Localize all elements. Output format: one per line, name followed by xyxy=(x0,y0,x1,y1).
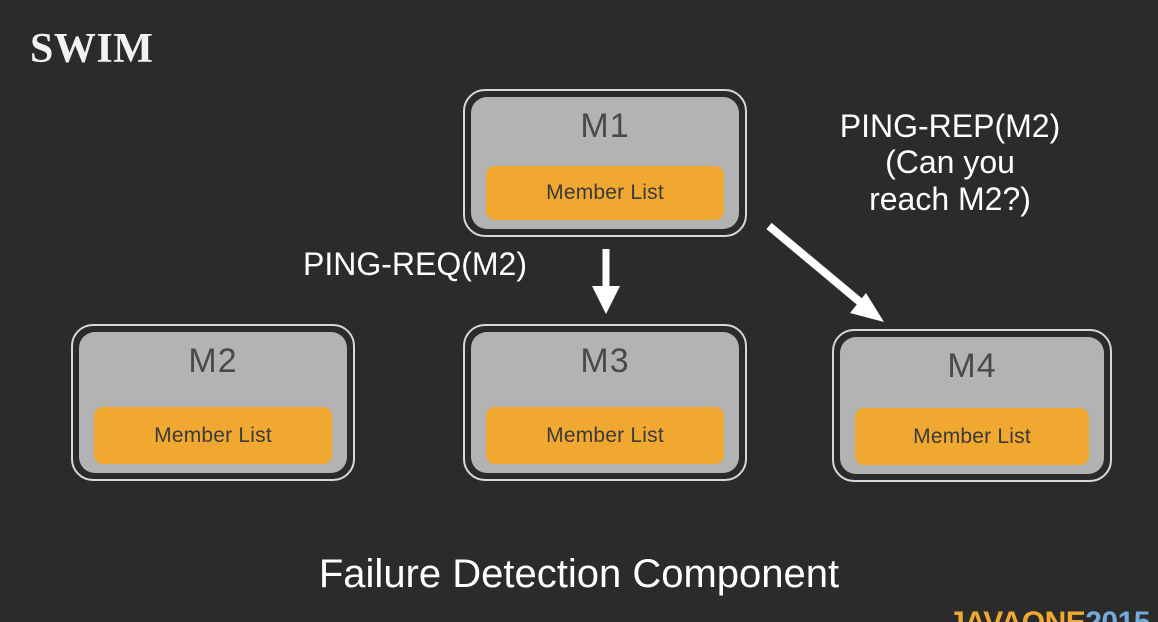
node-m3-label: M3 xyxy=(580,342,630,380)
node-m1-body: M1 Member List xyxy=(471,97,739,229)
node-m2[interactable]: M2 Member List xyxy=(71,324,355,481)
node-m4-body: M4 Member List xyxy=(840,337,1104,474)
node-m2-body: M2 Member List xyxy=(79,332,347,473)
conference-logo-part-b: 2015 xyxy=(1085,606,1150,622)
node-m1-member-list[interactable]: Member List xyxy=(485,166,725,220)
conference-logo: JAVAONE2015 xyxy=(948,608,1150,622)
node-m3-member-list[interactable]: Member List xyxy=(485,407,725,464)
node-m3[interactable]: M3 Member List xyxy=(463,324,747,481)
ping-req-arrow xyxy=(592,249,620,314)
node-m4-label: M4 xyxy=(947,347,997,385)
node-m4-member-list[interactable]: Member List xyxy=(854,408,1090,465)
ping-rep-label-line3: reach M2?) xyxy=(869,180,1031,217)
node-m2-label: M2 xyxy=(188,342,238,380)
ping-rep-label-line2: (Can you xyxy=(885,144,1015,181)
node-m3-body: M3 Member List xyxy=(471,332,739,473)
page-title: SWIM xyxy=(30,26,154,72)
node-m4[interactable]: M4 Member List xyxy=(832,329,1112,482)
conference-logo-part-a: JAVAONE xyxy=(948,606,1086,622)
ping-rep-arrow xyxy=(766,222,884,322)
ping-rep-label: PING-REP(M2) (Can you reach M2?) xyxy=(790,108,1110,217)
ping-req-label: PING-REQ(M2) xyxy=(303,246,527,282)
node-m2-member-list[interactable]: Member List xyxy=(93,407,333,464)
ping-rep-label-line1: PING-REP(M2) xyxy=(839,108,1061,144)
slide-caption: Failure Detection Component xyxy=(318,552,840,596)
node-m1[interactable]: M1 Member List xyxy=(463,89,747,237)
node-m1-label: M1 xyxy=(580,107,630,145)
